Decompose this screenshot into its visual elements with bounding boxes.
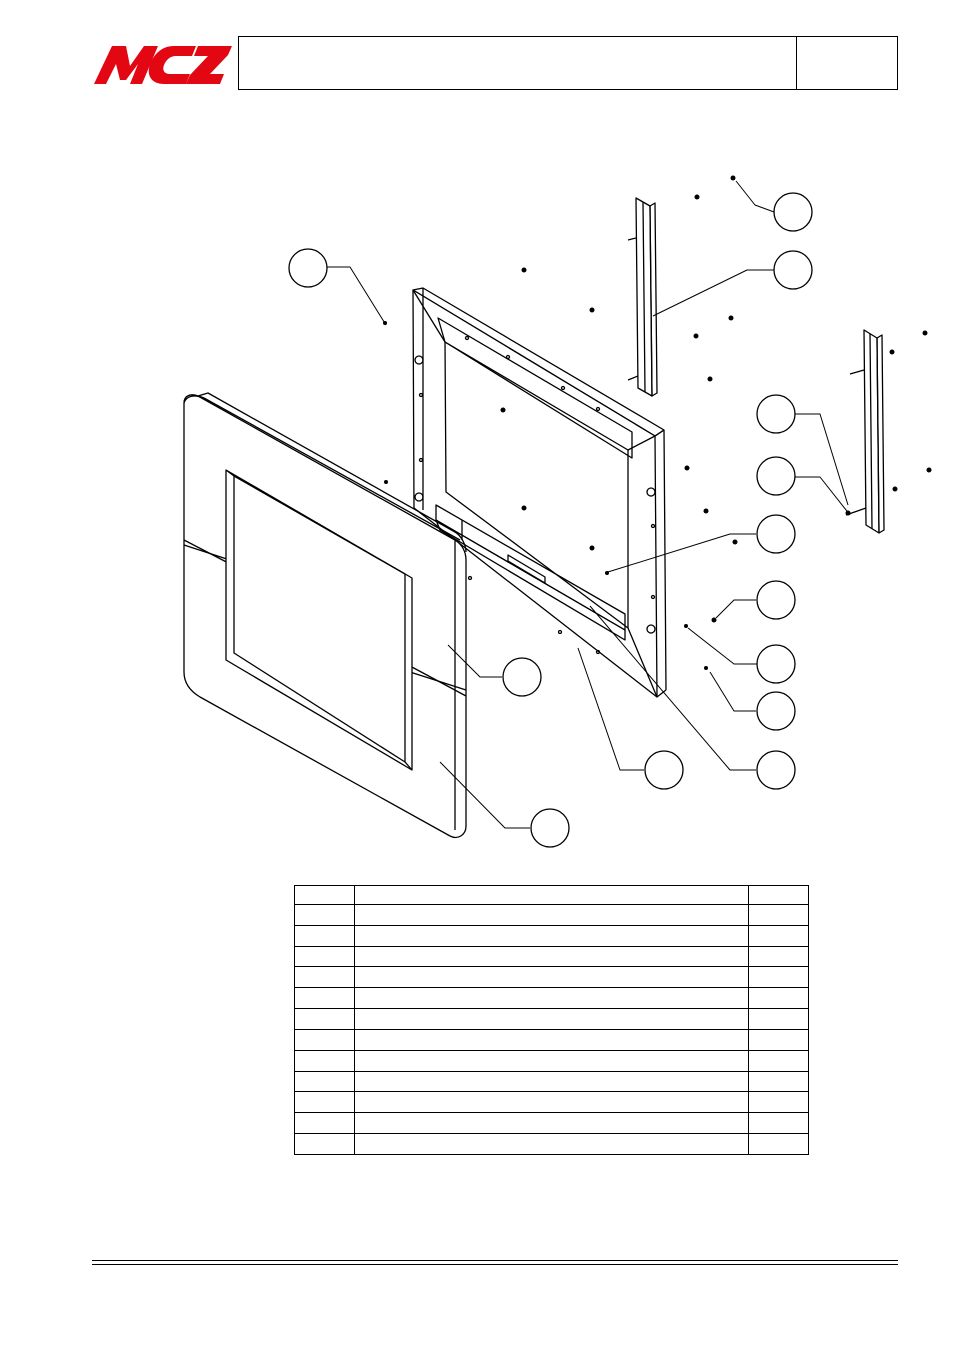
exploded-view-drawing: [183, 175, 932, 848]
cell-description: [354, 1133, 749, 1155]
back-frame: [412, 287, 667, 698]
table-row: [294, 966, 809, 989]
title-divider: [796, 37, 797, 89]
cell-description: [354, 924, 749, 947]
callout-12: [502, 657, 542, 697]
callout-7: [756, 580, 796, 620]
header-position: [294, 885, 355, 905]
cell-position: [294, 1049, 355, 1072]
cell-code: [748, 1133, 809, 1155]
table-row: [294, 924, 809, 947]
callout-11: [644, 750, 684, 790]
callout-5: [756, 456, 796, 496]
cell-code: [748, 924, 809, 947]
cell-code: [748, 987, 809, 1010]
callout-9: [756, 691, 796, 731]
cell-position: [294, 1070, 355, 1093]
callout-8: [756, 644, 796, 684]
parts-table: [294, 885, 809, 1155]
cell-description: [354, 1070, 749, 1093]
table-row: [294, 1070, 809, 1093]
callout-1: [773, 192, 813, 232]
callout-4: [756, 394, 796, 434]
cell-description: [354, 945, 749, 968]
cell-code: [748, 1070, 809, 1093]
callout-10: [756, 750, 796, 790]
cell-position: [294, 1008, 355, 1030]
cell-code: [748, 1049, 809, 1072]
cell-position: [294, 1112, 355, 1135]
cell-position: [294, 987, 355, 1010]
callout-13: [530, 808, 570, 848]
header-description: [354, 885, 749, 905]
cell-code: [748, 1112, 809, 1135]
cell-position: [294, 1028, 355, 1051]
hardware-dots: [383, 175, 932, 670]
cell-description: [354, 1112, 749, 1135]
table-row: [294, 1133, 809, 1155]
cell-position: [294, 904, 355, 926]
front-panel: [183, 392, 467, 839]
table-row: [294, 1049, 809, 1072]
cell-position: [294, 945, 355, 968]
cell-description: [354, 1028, 749, 1051]
table-row: [294, 1028, 809, 1051]
cell-position: [294, 1091, 355, 1114]
cell-code: [748, 966, 809, 989]
cell-code: [748, 1008, 809, 1030]
callout-6: [756, 514, 796, 554]
table-row: [294, 945, 809, 968]
cell-code: [748, 945, 809, 968]
cell-position: [294, 1133, 355, 1155]
table-row: [294, 904, 809, 926]
table-row: [294, 1091, 809, 1114]
callout-2: [773, 250, 813, 290]
mcz-logo: [94, 46, 232, 84]
table-row: [294, 1008, 809, 1030]
callout-bubbles: [288, 192, 813, 848]
right-rail: [845, 329, 885, 534]
cell-code: [748, 1028, 809, 1051]
cell-description: [354, 1091, 749, 1114]
cell-description: [354, 1008, 749, 1030]
cell-position: [294, 966, 355, 989]
header-code: [748, 885, 809, 905]
left-rail: [627, 197, 658, 397]
footer-rule: [92, 1260, 898, 1265]
cell-description: [354, 987, 749, 1010]
cell-description: [354, 966, 749, 989]
parts-table-header: [294, 885, 809, 905]
title-block: [238, 36, 898, 90]
cell-position: [294, 924, 355, 947]
cell-code: [748, 1091, 809, 1114]
cell-code: [748, 904, 809, 926]
cell-description: [354, 1049, 749, 1072]
table-row: [294, 987, 809, 1010]
callout-3: [288, 248, 328, 288]
cell-description: [354, 904, 749, 926]
table-row: [294, 1112, 809, 1135]
